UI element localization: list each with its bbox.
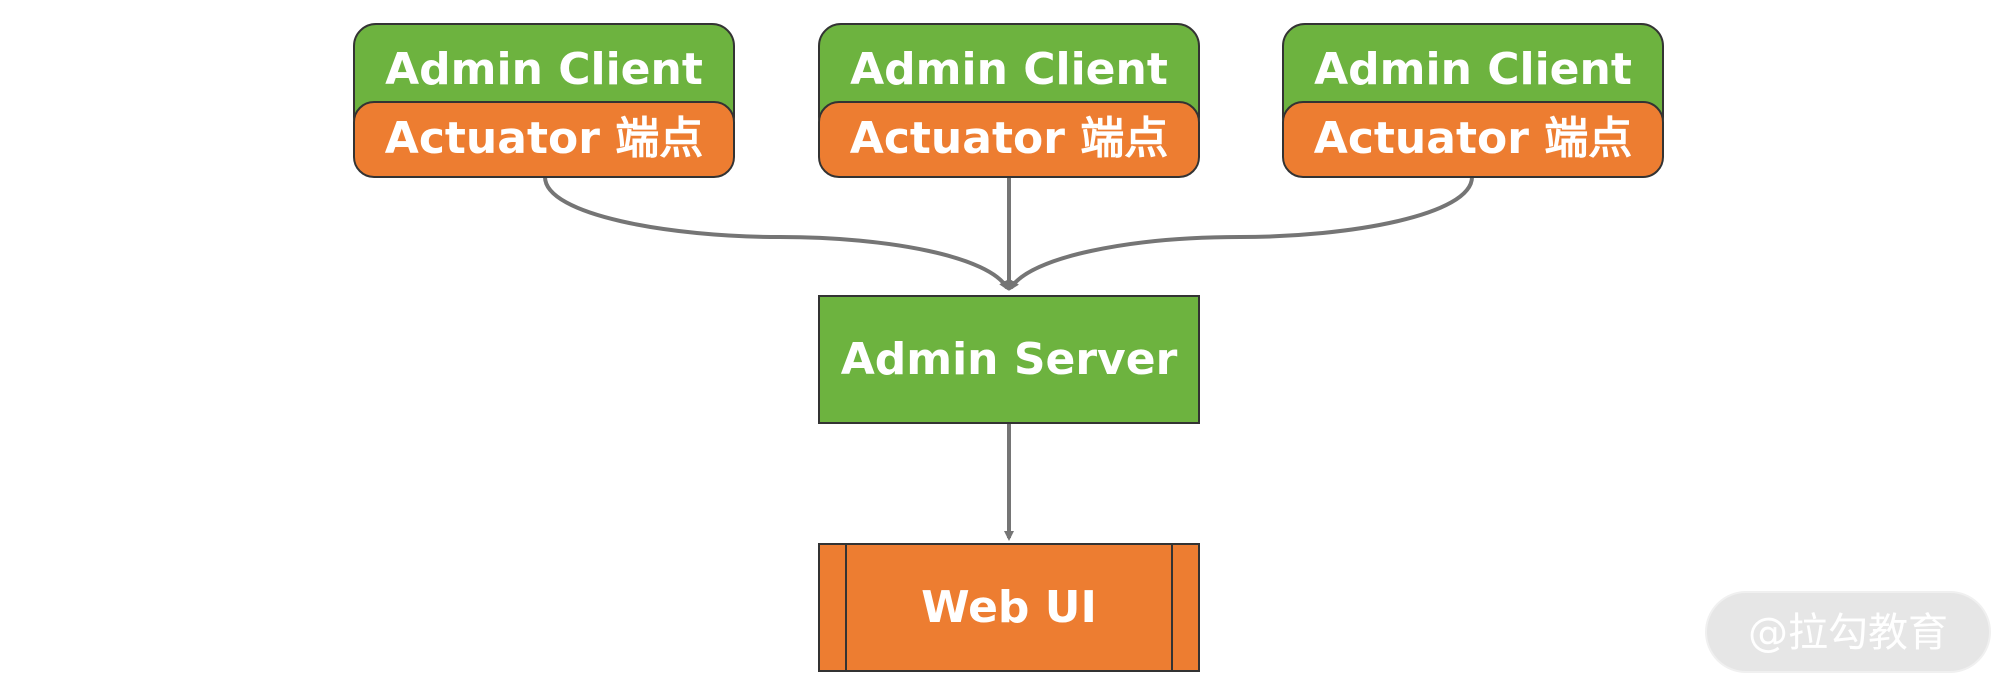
webui-label: Web UI xyxy=(921,582,1097,633)
connector-client-3-to-server xyxy=(1009,176,1474,291)
admin-server-box xyxy=(818,295,1200,424)
webui-box xyxy=(818,543,1200,672)
admin-client-node-2: Admin Client Actuator 端点 xyxy=(818,23,1200,178)
actuator-endpoint-box xyxy=(818,101,1200,178)
actuator-endpoint-box xyxy=(1282,101,1664,178)
admin-client-label: Admin Client xyxy=(850,44,1168,95)
connector-client-1-to-server xyxy=(543,176,1009,291)
connectors xyxy=(543,176,1474,541)
admin-client-node-1: Admin Client Actuator 端点 xyxy=(353,23,735,178)
watermark-label: @拉勾教育 xyxy=(1748,610,1948,656)
actuator-endpoint-box xyxy=(353,101,735,178)
webui-node: Web UI xyxy=(818,543,1200,672)
admin-server-label: Admin Server xyxy=(841,334,1178,385)
watermark-pill xyxy=(1705,591,1991,673)
admin-client-node-3: Admin Client Actuator 端点 xyxy=(1282,23,1664,178)
admin-client-label: Admin Client xyxy=(1314,44,1632,95)
admin-server-node: Admin Server xyxy=(818,295,1200,424)
actuator-endpoint-label: Actuator 端点 xyxy=(385,113,703,164)
actuator-endpoint-label: Actuator 端点 xyxy=(850,113,1168,164)
admin-client-label: Admin Client xyxy=(385,44,703,95)
watermark: @拉勾教育 xyxy=(1705,591,1991,673)
actuator-endpoint-label: Actuator 端点 xyxy=(1314,113,1632,164)
